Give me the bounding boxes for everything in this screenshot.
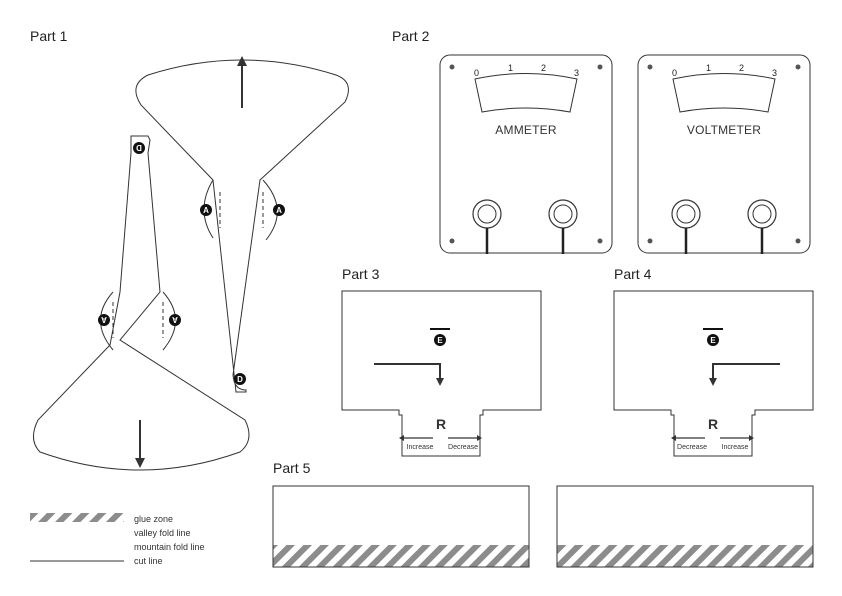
voltmeter-right-terminal — [747, 199, 777, 254]
voltmeter-label: VOLTMETER — [687, 123, 761, 137]
voltmeter-panel: 0 1 2 3 VOLTMETER — [637, 54, 811, 254]
voltmeter-screw-bl — [647, 238, 653, 244]
voltmeter-screw-tl — [647, 64, 653, 70]
part3-panel: E R Increase Decrease — [341, 290, 542, 457]
upper-needle-piece: A A D — [135, 56, 349, 393]
part3-l-arrow — [374, 363, 441, 380]
part4-l-arrow — [712, 363, 780, 380]
part4-left-arrow-head — [671, 435, 676, 441]
svg-text:D: D — [136, 143, 142, 152]
ammeter-tick-3: 3 — [574, 68, 579, 78]
marker-d-top: D — [133, 142, 145, 154]
part3-arrow-head — [436, 378, 444, 386]
lower-needle-piece: D A A — [33, 135, 250, 471]
ammeter-panel: 0 1 2 3 AMMETER — [439, 54, 613, 254]
ammeter-right-terminal — [548, 199, 578, 254]
part5-left-glue — [273, 545, 529, 567]
part3-left-arrow-head — [399, 435, 404, 441]
part4-left-caption: Decrease — [677, 444, 707, 451]
svg-text:A: A — [101, 315, 107, 324]
part3-right-arrow-head — [477, 435, 482, 441]
legend-cut-label: cut line — [134, 556, 163, 566]
marker-a-lower-left: A — [98, 314, 110, 326]
svg-text:E: E — [710, 336, 716, 345]
legend-glue-label: glue zone — [134, 514, 173, 524]
part4-heading: Part 4 — [614, 266, 652, 282]
voltmeter-tick-1: 1 — [706, 63, 711, 73]
part5-right-outline — [556, 485, 814, 568]
part4-marker-e: E — [707, 334, 719, 346]
marker-a-lower-right: A — [169, 314, 181, 326]
marker-a-left: A — [200, 204, 212, 216]
voltmeter-tick-2: 2 — [739, 63, 744, 73]
legend-glue-swatch — [30, 513, 124, 522]
part5-left-strip — [272, 485, 530, 568]
part2-heading: Part 2 — [392, 28, 430, 44]
part3-heading: Part 3 — [342, 266, 380, 282]
part3-r-label: R — [436, 416, 446, 432]
svg-text:A: A — [276, 206, 282, 215]
voltmeter-tick-0: 0 — [672, 68, 677, 78]
ammeter-screw-tr — [597, 64, 603, 70]
ammeter-frame — [439, 54, 613, 254]
part1-heading: Part 1 — [30, 28, 68, 44]
svg-text:D: D — [237, 375, 243, 384]
svg-text:A: A — [172, 315, 178, 324]
part5-left-outline — [272, 485, 530, 568]
voltmeter-screw-tr — [795, 64, 801, 70]
voltmeter-dial — [672, 73, 776, 113]
ammeter-left-terminal — [472, 199, 502, 254]
part4-outline — [613, 290, 814, 457]
part4-arrow-head — [709, 378, 717, 386]
legend-valley-label: valley fold line — [134, 528, 191, 538]
legend-mountain-label: mountain fold line — [134, 542, 205, 552]
voltmeter-left-terminal — [671, 199, 701, 254]
part4-right-arrow-head — [749, 435, 754, 441]
part4-right-caption: Increase — [722, 444, 749, 451]
ammeter-dial — [474, 73, 578, 113]
ammeter-tick-2: 2 — [541, 63, 546, 73]
lower-needle-outline — [33, 135, 250, 471]
ammeter-screw-br — [597, 238, 603, 244]
ammeter-screw-bl — [449, 238, 455, 244]
svg-text:A: A — [203, 206, 209, 215]
ammeter-tick-0: 0 — [474, 68, 479, 78]
upper-needle-outline — [135, 59, 349, 393]
ammeter-tick-1: 1 — [508, 63, 513, 73]
lower-arrow-head — [135, 458, 145, 468]
part4-panel: E R Decrease Increase — [613, 290, 814, 457]
part3-marker-e: E — [434, 334, 446, 346]
part3-outline — [341, 290, 542, 457]
svg-text:E: E — [437, 336, 443, 345]
marker-a-right: A — [273, 204, 285, 216]
part3-right-caption: Decrease — [448, 444, 478, 451]
part3-left-caption: Increase — [407, 444, 434, 451]
part5-heading: Part 5 — [273, 460, 311, 476]
ammeter-label: AMMETER — [495, 123, 557, 137]
voltmeter-tick-3: 3 — [772, 68, 777, 78]
upper-arrow-head — [237, 56, 247, 66]
marker-d-bottom: D — [234, 373, 246, 385]
ammeter-screw-tl — [449, 64, 455, 70]
voltmeter-frame — [637, 54, 811, 254]
part4-r-label: R — [708, 416, 718, 432]
part5-right-strip — [556, 485, 814, 568]
part5-right-glue — [557, 545, 813, 567]
legend: glue zone valley fold line mountain fold… — [30, 513, 205, 566]
voltmeter-screw-br — [795, 238, 801, 244]
